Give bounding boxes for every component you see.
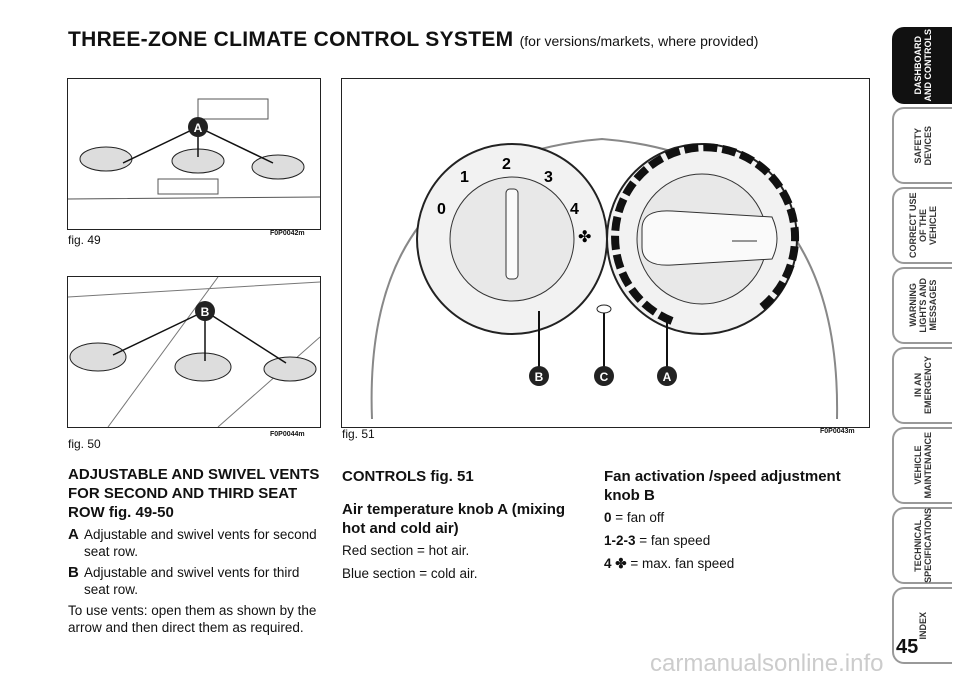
svg-text:C: C — [600, 370, 609, 384]
figure-49: A — [67, 78, 321, 230]
fig-49-label: fig. 49 — [68, 233, 101, 247]
page-number: 45 — [896, 636, 919, 658]
svg-text:A: A — [663, 370, 672, 384]
tab-index[interactable]: INDEX — [892, 587, 952, 664]
roof-vents-illustration: A — [68, 98, 320, 200]
controls-section: CONTROLS fig. 51 Air temperature knob A … — [342, 468, 566, 581]
fan-icon: ✤ — [578, 229, 591, 246]
tab-technical-specs[interactable]: TECHNICAL SPECIFICATIONS — [892, 507, 952, 584]
fan-section: Fan activation /speed adjustment knob B … — [604, 468, 841, 571]
callout-b: B — [201, 305, 210, 319]
fig-51-code: F0P0043m — [820, 428, 855, 435]
tab-dashboard-and-controls[interactable]: DASHBOARD AND CONTROLS — [892, 27, 952, 104]
fig-50-code: F0P0044m — [270, 431, 305, 438]
figure-50: B — [67, 276, 321, 428]
figure-51: 0 1 2 3 4 ✤ B C A — [341, 78, 870, 428]
page-title: THREE-ZONE CLIMATE CONTROL SYSTEM (for v… — [68, 28, 759, 51]
section-tabs: DASHBOARD AND CONTROLS SAFETY DEVICES CO… — [892, 27, 952, 667]
fig-51-label: fig. 51 — [342, 427, 375, 441]
svg-text:4: 4 — [570, 201, 579, 218]
svg-text:B: B — [535, 370, 544, 384]
tab-warning-lights[interactable]: WARNING LIGHTS AND MESSAGES — [892, 267, 952, 344]
fig-49-code: F0P0042m — [270, 230, 305, 237]
vents-section: ADJUSTABLE AND SWIVEL VENTS FOR SECOND A… — [68, 465, 322, 636]
callout-a: A — [194, 121, 203, 135]
tab-safety-devices[interactable]: SAFETY DEVICES — [892, 107, 952, 184]
climate-controls-illustration: 0 1 2 3 4 ✤ B C A — [370, 137, 839, 420]
roof-vents-illustration: B — [68, 277, 320, 427]
svg-text:3: 3 — [544, 169, 553, 186]
tab-maintenance[interactable]: VEHICLE MAINTENANCE — [892, 427, 952, 504]
svg-text:0: 0 — [437, 201, 446, 218]
fig-50-label: fig. 50 — [68, 437, 101, 451]
svg-text:1: 1 — [460, 169, 469, 186]
svg-text:2: 2 — [502, 156, 511, 173]
watermark: carmanualsonline.info — [650, 650, 884, 677]
tab-emergency[interactable]: IN AN EMERGENCY — [892, 347, 952, 424]
tab-correct-use[interactable]: CORRECT USE OF THE VEHICLE — [892, 187, 952, 264]
